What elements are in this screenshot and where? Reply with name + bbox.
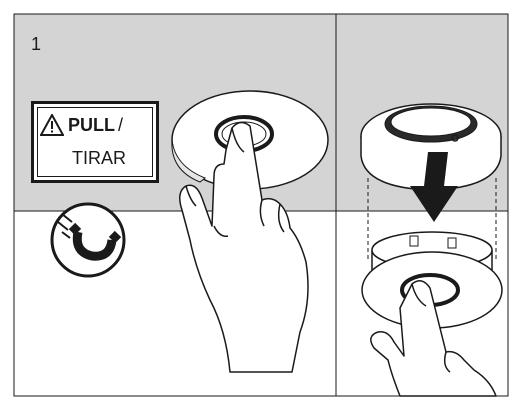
- step-number: 1: [31, 34, 41, 55]
- pull-warning-label: PULL / TIRAR: [31, 101, 159, 183]
- warning-label-line1: PULL /: [40, 114, 123, 136]
- tirar-text: TIRAR: [72, 148, 126, 169]
- warning-triangle-icon: [40, 114, 64, 136]
- magnet-icon: [52, 204, 124, 276]
- separator-slash: /: [118, 115, 123, 136]
- pull-text: PULL: [68, 115, 115, 136]
